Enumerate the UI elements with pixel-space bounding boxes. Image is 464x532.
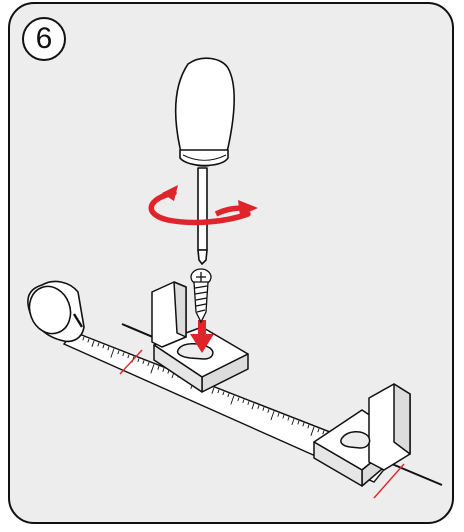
tape-tick [322,430,325,435]
tape-tick [122,352,125,357]
tape-tick [97,342,100,347]
tape-tick [150,364,155,374]
instruction-panel: 6 [8,2,454,524]
right-l-bracket [313,383,411,487]
tape-tick [107,346,110,351]
tape-tick [310,426,315,436]
tape-tick [247,401,250,406]
tape-tick [211,387,215,394]
tape-tick [230,395,235,405]
arrow-down-icon [190,320,214,353]
red-mark-right [373,463,405,499]
tape-tick [127,354,130,359]
tape-tick [157,366,160,370]
tape-tick [251,403,255,410]
tape-tick [267,409,270,413]
rotate-arrow-icon [148,185,258,226]
tape-tick [82,336,85,341]
tape-tick [291,418,295,426]
tape-tick [147,362,150,366]
step-number-badge: 6 [22,17,66,61]
step-number: 6 [35,22,53,55]
tape-tick [142,360,145,364]
tape-tick [222,391,225,396]
tape-tick [117,350,120,355]
tape-tick [91,340,95,347]
tape-tick [317,428,320,433]
tape-tick [110,348,115,358]
tape-tick [102,344,105,349]
screwdriver-icon [174,57,235,265]
left-l-bracket [151,281,249,393]
tape-tick [237,397,240,402]
tape-tick [217,389,220,394]
tape-tick [297,420,300,425]
tape-tick [87,338,90,343]
screw-icon [190,268,212,324]
tape-tick [302,422,305,427]
assembly-illustration [27,57,443,499]
tape-tick [287,416,290,421]
tape-tick [137,358,140,363]
tape-tick [282,414,285,419]
tape-tick [162,368,165,372]
red-mark-left [119,349,143,375]
tape-measure-case [27,280,85,343]
tape-tick [242,399,245,404]
tape-tick [257,405,260,409]
tape-tick [227,393,230,398]
tape-tick [262,407,265,411]
tape-tick [277,412,280,417]
tape-tick [307,424,310,429]
tape-tick [270,410,275,421]
